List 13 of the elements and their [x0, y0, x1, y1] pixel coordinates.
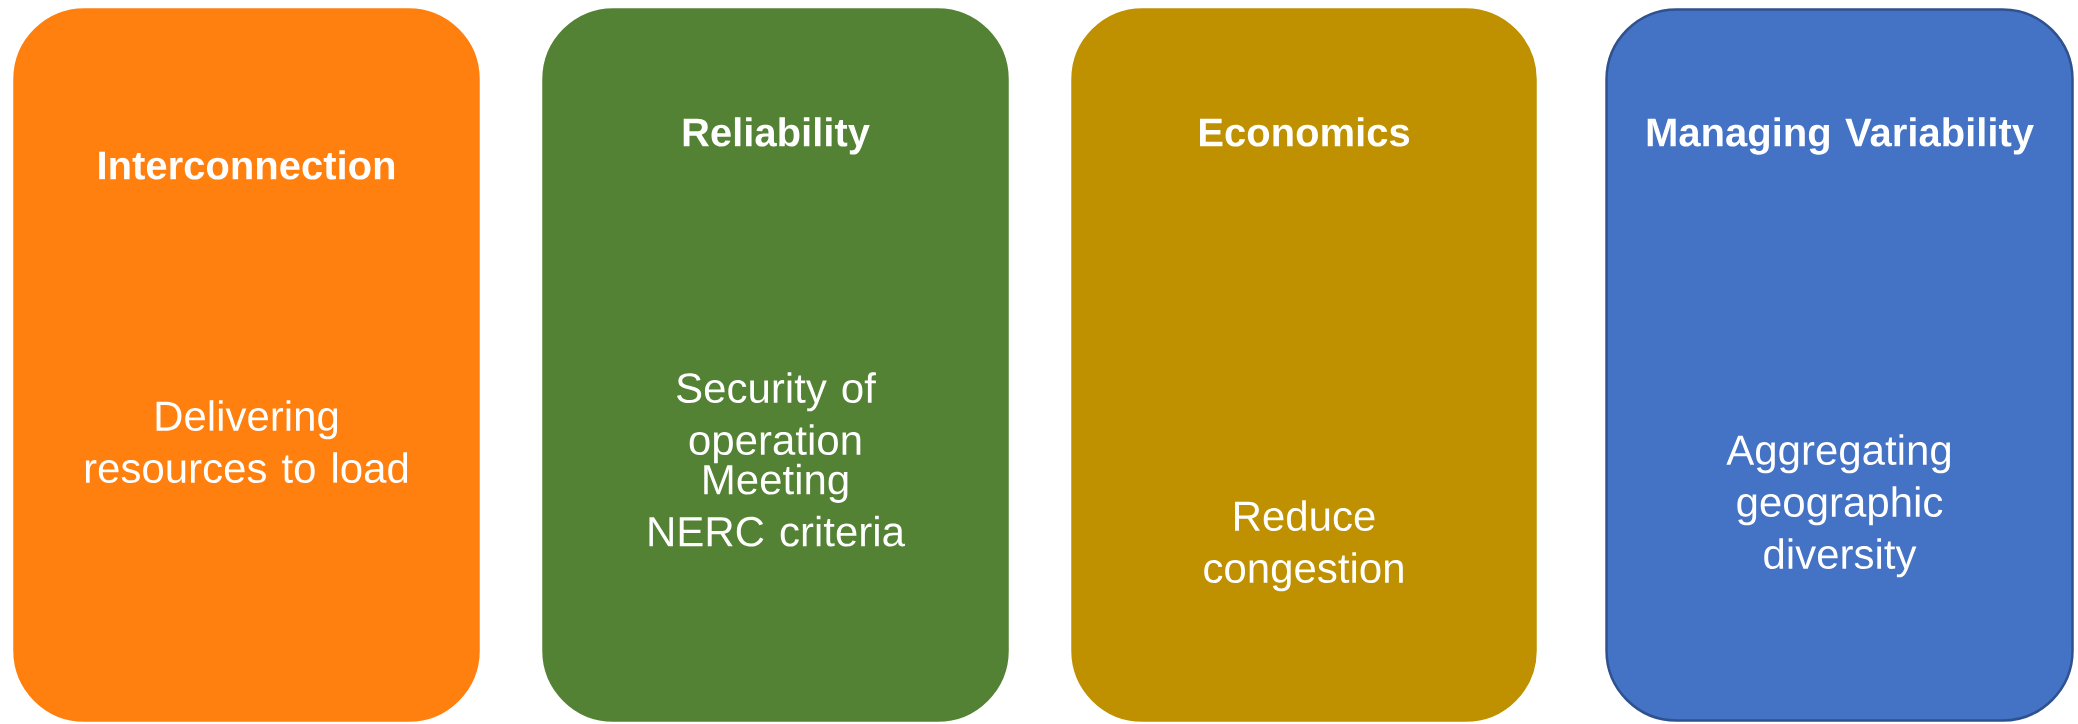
category-card	[1605, 8, 2074, 722]
category-card	[1071, 8, 1537, 722]
card-text: Delivering resources to load	[85, 400, 408, 484]
card-text: Security of operation	[677, 372, 876, 464]
category-card	[542, 8, 1009, 722]
card-heading: Interconnection	[99, 150, 395, 180]
card-text: Meeting NERC criteria	[649, 463, 905, 547]
card-heading: Economics	[1200, 117, 1410, 147]
card-text: Reduce congestion	[1204, 500, 1403, 592]
card-text: Aggregating geographic diversity	[1726, 434, 1951, 578]
category-card	[13, 8, 480, 722]
card-heading: Managing Variability	[1647, 117, 2034, 155]
card-heading: Reliability	[683, 117, 870, 155]
